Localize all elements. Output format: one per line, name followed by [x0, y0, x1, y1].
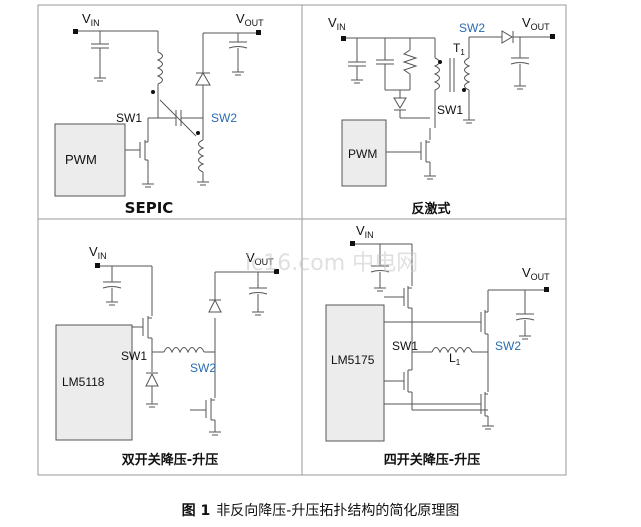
lm5175-box: [325, 304, 385, 442]
flyback-title: 反激式: [411, 201, 450, 217]
quad-title: 四开关降压-升压: [384, 452, 480, 468]
watermark: ic16.com 中电网: [245, 251, 418, 276]
figure-caption: 图 1 非反向降压-升压拓扑结构的简化原理图: [0, 500, 641, 520]
sepic-title: SEPIC: [125, 199, 174, 217]
dual-sw1-label: SW1: [121, 349, 147, 363]
sepic-vout-label: VOUT: [236, 11, 264, 28]
flyback-controller-label: PWM: [348, 147, 377, 161]
sepic-vin-label: VIN: [82, 11, 100, 28]
quad-sw2-label: SW2: [495, 339, 521, 353]
sepic-pwm-box: [54, 123, 126, 197]
quad-inductor-label: L1: [449, 351, 461, 367]
sepic-sw1-label: SW1: [116, 111, 142, 125]
quad-sw1-label: SW1: [392, 339, 418, 353]
lm5118-box: [55, 324, 133, 441]
sepic-panel: PWM VIN VOUT SW1 SW2 SEPIC: [54, 11, 264, 217]
figure-caption-text: 非反向降压-升压拓扑结构的简化原理图: [216, 503, 460, 519]
quad-vout-label: VOUT: [522, 265, 550, 282]
dual-vin-label: VIN: [89, 244, 107, 261]
dual-sw2-label: SW2: [190, 361, 216, 375]
dual-controller-label: LM5118: [62, 375, 105, 389]
dual-title: 双开关降压-升压: [122, 452, 218, 468]
flyback-sw2-label: SW2: [459, 21, 485, 35]
flyback-transformer-label: T1: [453, 41, 465, 57]
sepic-sw2-label: SW2: [211, 111, 237, 125]
quad-vin-label: VIN: [356, 223, 374, 240]
dual-vout-label: VOUT: [246, 250, 274, 267]
dual-switch-panel: LM5118 VIN VOUT SW1 SW2 双开关降压-升压: [55, 244, 279, 468]
flyback-vout-label: VOUT: [522, 15, 550, 32]
quad-controller-label: LM5175: [331, 353, 375, 367]
flyback-panel: PWM VIN VOUT SW1 SW2 T1 反激式: [328, 15, 555, 217]
flyback-pwm-box: [341, 119, 387, 187]
four-switch-panel: LM5175 VIN VOUT SW1 SW2 L1 四开关降压-升压: [325, 223, 550, 468]
flyback-vin-label: VIN: [328, 15, 346, 32]
figure-number: 图 1: [181, 503, 211, 519]
flyback-sw1-label: SW1: [437, 103, 463, 117]
sepic-controller-label: PWM: [65, 152, 97, 167]
